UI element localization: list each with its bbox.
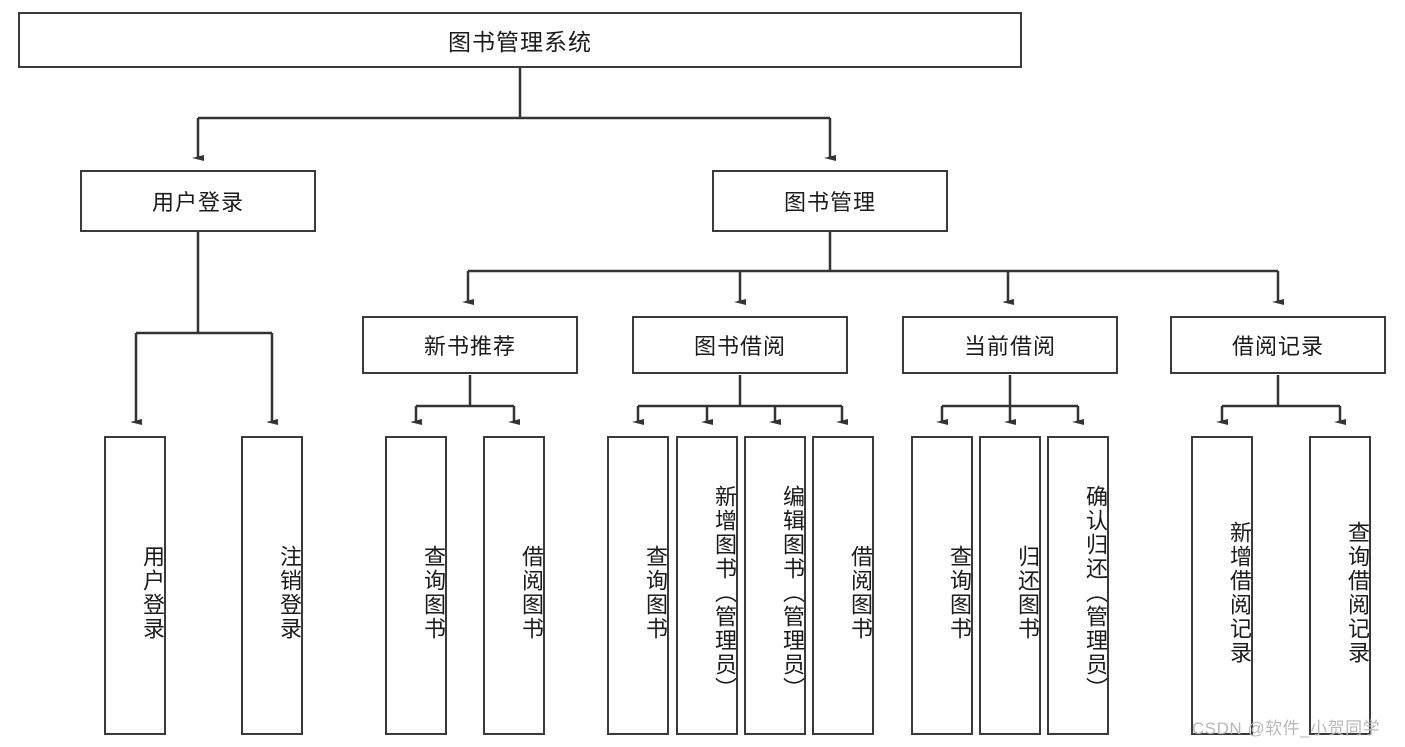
node-borrow-record[interactable]: 借阅记录 — [1170, 316, 1386, 374]
leaf-label: 查询图书 — [947, 544, 972, 641]
leaf-edit-book-admin[interactable]: 编辑图书（管理员） — [744, 436, 806, 735]
watermark-text: CSDN @软件_小贺同学 — [1192, 719, 1381, 738]
node-book-borrow[interactable]: 图书借阅 — [632, 316, 848, 374]
node-book-management[interactable]: 图书管理 — [712, 170, 948, 232]
leaf-confirm-return-admin[interactable]: 确认归还（管理员） — [1047, 436, 1109, 735]
leaf-user-login[interactable]: 用户登录 — [104, 436, 166, 735]
leaf-query-book-new[interactable]: 查询图书 — [385, 436, 447, 735]
leaf-label: 新增图书（管理员） — [712, 484, 737, 701]
leaf-query-borrow-record[interactable]: 查询借阅记录 — [1309, 436, 1371, 735]
leaf-query-book-borrow[interactable]: 查询图书 — [607, 436, 669, 735]
leaf-borrow-book[interactable]: 借阅图书 — [812, 436, 874, 735]
leaf-add-book-admin[interactable]: 新增图书（管理员） — [676, 436, 738, 735]
leaf-label: 编辑图书（管理员） — [780, 484, 805, 701]
leaf-borrow-book-new[interactable]: 借阅图书 — [483, 436, 545, 735]
leaf-label: 确认归还（管理员） — [1083, 484, 1108, 701]
node-new-book-recommend[interactable]: 新书推荐 — [362, 316, 578, 374]
leaf-label: 查询图书 — [421, 544, 446, 641]
leaf-label: 新增借阅记录 — [1227, 520, 1252, 665]
leaf-logout-login[interactable]: 注销登录 — [241, 436, 303, 735]
leaf-return-book[interactable]: 归还图书 — [979, 436, 1041, 735]
node-user-login[interactable]: 用户登录 — [80, 170, 316, 232]
leaf-label: 借阅图书 — [848, 544, 873, 641]
leaf-label: 注销登录 — [277, 544, 302, 641]
leaf-query-book-current[interactable]: 查询图书 — [911, 436, 973, 735]
leaf-label: 用户登录 — [140, 544, 165, 641]
node-current-borrow[interactable]: 当前借阅 — [902, 316, 1118, 374]
leaf-add-borrow-record[interactable]: 新增借阅记录 — [1191, 436, 1253, 735]
leaf-label: 查询借阅记录 — [1345, 520, 1370, 665]
leaf-label: 查询图书 — [643, 544, 668, 641]
leaf-label: 归还图书 — [1015, 544, 1040, 641]
leaf-label: 借阅图书 — [519, 544, 544, 641]
node-root-system[interactable]: 图书管理系统 — [18, 12, 1022, 68]
